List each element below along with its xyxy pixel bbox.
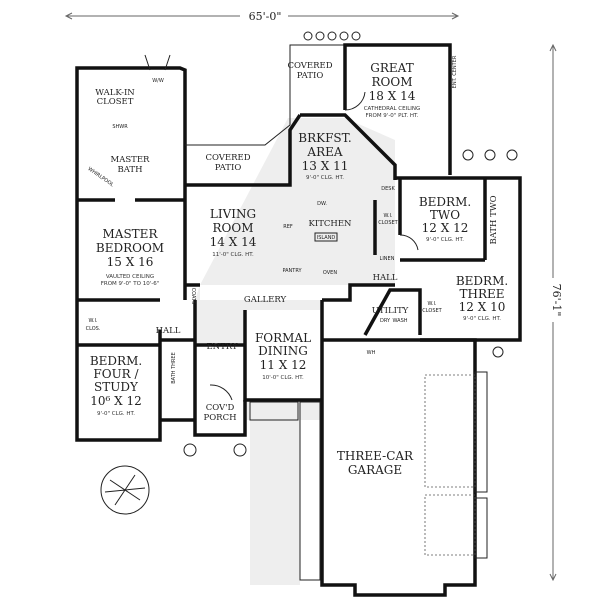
living-room-label: ROOM: [213, 221, 254, 235]
shower-label: SHWR: [112, 124, 128, 130]
great-room-label: ROOM: [372, 75, 413, 89]
covered-patio-label: PATIO: [297, 71, 324, 81]
shrub-icon: [183, 443, 197, 457]
gallery-label: GALLERY: [244, 295, 287, 305]
covered-patio-label: PATIO: [215, 163, 242, 173]
master-bath-label: MASTER: [111, 155, 151, 165]
covered-patio-label: COVERED: [205, 153, 250, 163]
formal-dining-note: 10'-0" CLG. HT.: [262, 375, 304, 381]
bedroom-four-note: 9'-0" CLG. HT.: [97, 411, 135, 417]
great-room-note: CATHEDRAL CEILING: [364, 106, 421, 112]
master-bedroom-label: MASTER: [103, 227, 159, 241]
kitchen-label: KITCHEN: [309, 219, 352, 229]
island-label: ISLAND: [317, 235, 336, 241]
bedroom-four-size: 10⁶ X 12: [90, 394, 142, 408]
breakfast-area-size: 13 X 11: [302, 159, 349, 173]
linen-label: LINEN: [380, 256, 395, 262]
width-dimension-label: 65'-0": [249, 10, 282, 23]
bath-three-label: BATH THREE: [171, 352, 177, 383]
living-room-size: 14 X 14: [210, 235, 257, 249]
tree-icon: [100, 465, 150, 515]
coats-label: COATS: [190, 288, 196, 305]
living-room-note: 11'-0" CLG. HT.: [212, 252, 254, 258]
great-room-size: 18 X 14: [369, 89, 416, 103]
shrub-icon: [233, 443, 247, 457]
oven-label: OVEN: [323, 270, 337, 276]
covered-porch-label: PORCH: [203, 413, 236, 423]
shrub-icon: [492, 346, 504, 358]
room-labels: WALK-IN CLOSET MASTER BATH MASTER BEDROO…: [86, 55, 509, 477]
bedroom-three-size: 12 X 10: [459, 300, 506, 314]
breakfast-area-label: AREA: [306, 145, 342, 159]
great-room-label: GREAT: [370, 61, 413, 75]
master-bath-label: BATH: [117, 165, 142, 175]
shrub-icon: [339, 31, 349, 41]
dishwasher-label: DW.: [317, 201, 327, 207]
walls: [75, 43, 522, 597]
bath-two-label: BATH TWO: [489, 195, 499, 244]
washer-label: W/W: [152, 78, 164, 84]
formal-dining-size: 11 X 12: [260, 358, 307, 372]
bedroom-four-label: FOUR /: [93, 367, 139, 381]
wi-closet-label: W.I.: [383, 213, 392, 219]
master-bedroom-note: VAULTED CEILING: [106, 274, 154, 280]
bedroom-four-label: BEDRM.: [90, 354, 142, 368]
doors: [144, 54, 419, 401]
shrub-icon: [506, 149, 518, 161]
shrub-icon: [462, 149, 474, 161]
bedroom-three-note: 9'-0" CLG. HT.: [463, 316, 501, 322]
desk-label: DESK: [381, 186, 395, 192]
walk-in-closet-label: WALK-IN: [95, 88, 135, 98]
bedroom-two-label: BEDRM.: [419, 195, 471, 209]
shrub-icon: [484, 149, 496, 161]
bedroom-three-label: BEDRM.: [456, 274, 508, 288]
width-dimension: 65'-0": [64, 10, 460, 23]
master-bedroom-size: 15 X 16: [107, 255, 154, 269]
wi-closet-label: CLOSET: [378, 220, 398, 226]
formal-dining-label: FORMAL: [255, 331, 311, 345]
pantry-label: PANTRY: [282, 268, 302, 274]
wi-closet-label: W.I.: [427, 301, 436, 307]
shrub-icon: [351, 31, 361, 41]
depth-dimension-label: 76'-1": [550, 284, 563, 317]
great-room-note: FROM 9'-0" PLT. HT.: [366, 113, 419, 119]
entry-label: ENTRY: [206, 342, 237, 352]
master-bedroom-note: FROM 9'-0" TO 10'-6": [101, 281, 160, 287]
shrub-icon: [315, 31, 325, 41]
breakfast-area-label: BRKFST.: [298, 131, 351, 145]
tile-floor: [195, 118, 395, 585]
covered-patio-label: COVERED: [287, 61, 332, 71]
wi-closet-label: CLOS.: [86, 326, 101, 332]
refrigerator-label: REF: [283, 224, 293, 230]
master-bedroom-label: BEDROOM: [96, 241, 164, 255]
bedroom-two-label: TWO: [430, 208, 460, 222]
bedroom-four-label: STUDY: [94, 380, 139, 394]
bedroom-two-size: 12 X 12: [422, 221, 469, 235]
wi-closet-label: CLOSET: [422, 308, 442, 314]
whirlpool-label: WHIRLPOOL: [87, 166, 115, 188]
wi-closet-label: W.I.: [88, 318, 97, 324]
landscaping: [100, 31, 518, 515]
ent-center-label: ENT. CENTER: [452, 55, 458, 88]
garage-label: GARAGE: [348, 463, 402, 477]
bedroom-three-label: THREE: [459, 287, 504, 301]
walk-in-closet-label: CLOSET: [97, 97, 134, 107]
water-heater-label: WH: [367, 350, 376, 356]
depth-dimension: 76'-1": [549, 43, 563, 582]
shrub-icon: [327, 31, 337, 41]
bedroom-two-note: 9'-0" CLG. HT.: [426, 237, 464, 243]
shrub-icon: [303, 31, 313, 41]
dryer-label: DRY: [380, 318, 391, 324]
hall-label: HALL: [373, 273, 398, 283]
washer-label: WASH: [392, 318, 407, 324]
hall-label: HALL: [156, 326, 181, 336]
utility-label: UTILITY: [372, 306, 409, 316]
breakfast-area-note: 9'-0" CLG. HT.: [306, 175, 344, 181]
garage-label: THREE-CAR: [337, 449, 414, 463]
formal-dining-label: DINING: [258, 344, 308, 358]
living-room-label: LIVING: [210, 207, 256, 221]
covered-porch-label: COV'D: [206, 403, 235, 413]
